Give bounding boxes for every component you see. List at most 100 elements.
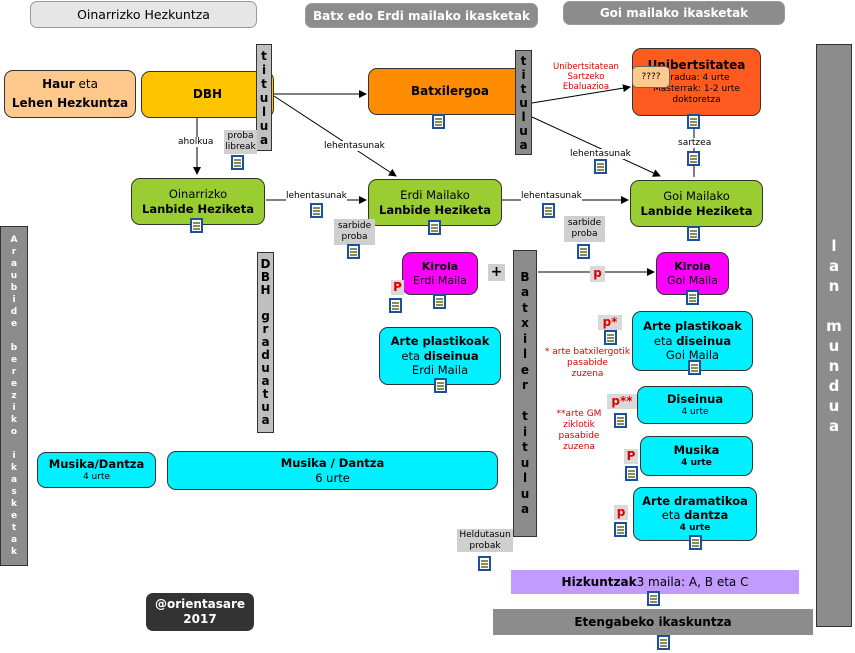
box-arte-dramatikoa[interactable]: Arte dramatikoa eta dantza 4 urte: [633, 487, 757, 541]
arte-dram-l2a: eta: [661, 508, 685, 523]
proba-l2: libreak: [225, 142, 256, 152]
box-diseinua[interactable]: Diseinua 4 urte: [637, 386, 753, 424]
ebal-l1: Unibertsitatean: [553, 62, 619, 72]
document-icon[interactable]: [625, 466, 638, 481]
tag-p-musika: P: [624, 449, 638, 464]
haur-line2: Lehen Hezkuntza: [11, 96, 129, 110]
dbh-label: DBH: [192, 87, 223, 101]
box-etengabeko[interactable]: Etengabeko ikaskuntza: [493, 609, 813, 635]
document-icon[interactable]: [432, 114, 445, 129]
document-icon[interactable]: [577, 244, 590, 259]
header-oinarrizko: Oinarrizko Hezkuntza: [30, 1, 257, 28]
document-icon[interactable]: [686, 290, 699, 305]
document-icon[interactable]: [689, 535, 702, 550]
musdan-left-l1: Musika/Dantza: [48, 457, 145, 472]
elh-l2: Lanbide Heziketa: [379, 202, 491, 217]
heldutasun-l1: Heldutasun: [459, 529, 511, 540]
label-sarbide-1: sarbide proba: [334, 219, 375, 245]
uni-l1: Gradua: 4 urte: [663, 72, 730, 83]
hizk-bold: Hizkuntzak: [561, 575, 637, 589]
sarbide1-l1: sarbide: [337, 221, 372, 231]
document-icon[interactable]: [604, 330, 617, 345]
document-icon[interactable]: [478, 556, 491, 571]
document-icon[interactable]: [657, 635, 670, 650]
box-orientasare[interactable]: @orientasare 2017: [146, 593, 254, 631]
note2-l2: ziklotik: [563, 420, 595, 430]
label-sartzea: sartzea: [678, 138, 712, 148]
document-icon[interactable]: [687, 226, 700, 241]
box-kirola-gm[interactable]: Kirola Goi Maila: [656, 252, 729, 295]
kirola-gm-l2: Goi Maila: [667, 273, 718, 287]
header-goi: Goi mailako ikasketak: [563, 1, 785, 25]
haur-bold: Haur: [42, 77, 75, 91]
musdan-wide-l2: 6 urte: [315, 470, 350, 485]
document-icon[interactable]: [687, 114, 700, 129]
document-icon[interactable]: [347, 244, 360, 259]
kirola-gm-l1: Kirola: [674, 259, 711, 273]
header-batx-erdi: Batx edo Erdi mailako ikasketak: [305, 3, 538, 28]
arte-gm-l1: Arte plastikoak: [643, 319, 742, 334]
uni-question-badge: ????: [632, 66, 670, 88]
hizk-rest: 3 maila: A, B eta C: [636, 575, 749, 589]
arrow-batx-uni: [531, 84, 631, 104]
tag-p-kirola: P: [391, 280, 404, 295]
document-icon[interactable]: [647, 591, 660, 606]
box-dbh[interactable]: DBH: [141, 71, 274, 118]
document-icon[interactable]: [389, 298, 402, 313]
note1-l1: * arte batxilergotik: [544, 347, 631, 357]
note2-l1: **arte GM: [556, 409, 602, 419]
document-icon[interactable]: [433, 294, 446, 309]
box-haur-lehen[interactable]: Haur eta Lehen Hezkuntza: [4, 70, 136, 118]
box-kirola-em[interactable]: Kirola Erdi Maila: [402, 252, 478, 295]
note1-l3: zuzena: [571, 369, 604, 379]
note2-l3: pasabide: [558, 431, 600, 441]
glh-l1: Goi Mailako: [663, 189, 730, 204]
box-musika-dantza-wide[interactable]: Musika / Dantza 6 urte: [167, 451, 498, 490]
arte-gm-l3: Goi Maila: [665, 348, 720, 363]
musika-l1: Musika: [673, 443, 720, 458]
document-icon[interactable]: [688, 360, 701, 375]
label-uni-ebaluazioa: Unibertsitatean Sartzeko Ebaluazioa: [548, 62, 624, 92]
label-lehentasunak-4: lehentasunak: [570, 149, 631, 159]
batx-label: Batxilergoa: [411, 84, 489, 98]
tag-p-star: p*: [598, 315, 622, 330]
document-icon[interactable]: [594, 159, 607, 174]
box-goi-lh[interactable]: Goi Mailako Lanbide Heziketa: [630, 180, 763, 227]
document-icon[interactable]: [190, 218, 203, 233]
box-arte-em[interactable]: Arte plastikoak eta diseinua Erdi Maila: [379, 327, 501, 385]
box-hizkuntzak[interactable]: Hizkuntzak 3 maila: A, B eta C: [511, 570, 799, 594]
glh-l2: Lanbide Heziketa: [640, 203, 753, 218]
kirola-em-l1: Kirola: [421, 259, 459, 273]
diseinua-l1: Diseinua: [666, 392, 724, 407]
box-musika-goi[interactable]: Musika 4 urte: [640, 436, 753, 476]
heldutasun-l2: probak: [469, 540, 501, 551]
musika-l2: 4 urte: [681, 457, 712, 468]
arte-em-l2b: diseinua: [423, 348, 479, 363]
arte-em-l2a: eta: [401, 348, 424, 363]
document-icon[interactable]: [542, 203, 555, 218]
document-icon[interactable]: [231, 155, 244, 170]
tag-p-arte: p: [614, 505, 628, 520]
document-icon[interactable]: [614, 413, 627, 428]
document-icon[interactable]: [428, 220, 441, 235]
note-arte-gm: **arte GM ziklotik pasabide zuzena: [546, 409, 612, 453]
box-musika-dantza-left[interactable]: Musika/Dantza 4 urte: [37, 452, 156, 488]
uni-l3: doktoretza: [672, 95, 721, 106]
box-erdi-lh[interactable]: Erdi Mailako Lanbide Heziketa: [368, 179, 502, 226]
document-icon[interactable]: [687, 151, 700, 166]
box-batxilergoa[interactable]: Batxilergoa: [368, 68, 532, 115]
document-icon[interactable]: [310, 203, 323, 218]
label-lehentasunak-3: lehentasunak: [521, 191, 582, 201]
kirola-em-l2: Erdi Maila: [413, 273, 467, 287]
proba-l1: proba: [227, 131, 254, 141]
document-icon[interactable]: [614, 522, 627, 537]
document-icon[interactable]: [434, 378, 447, 393]
arte-gm-l2b: diseinua: [676, 333, 732, 348]
note1-l2: pasabide: [567, 358, 608, 368]
ebal-l2: Sartzeko: [567, 72, 605, 82]
